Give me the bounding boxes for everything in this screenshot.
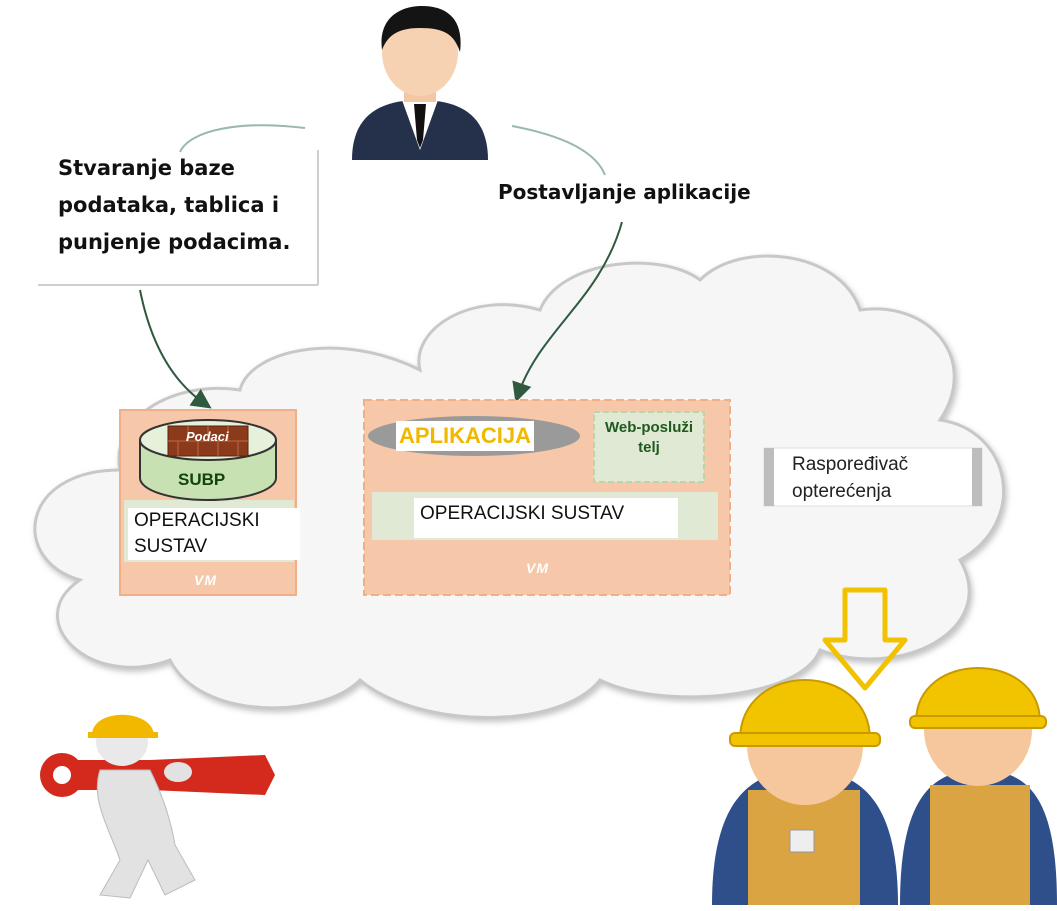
application-label: APLIKACIJA: [396, 421, 535, 451]
os-label-right: OPERACIJSKI SUSTAV: [414, 498, 678, 538]
connector-right-top: [511, 125, 606, 176]
arrow-to-app: [512, 221, 623, 403]
web-server-label: Web-posluži telj: [604, 419, 694, 456]
down-arrow-icon: [822, 587, 908, 691]
vm-label-right: VM: [526, 560, 549, 576]
dbms-label: SUBP: [178, 470, 226, 489]
caption-deploy-application: Postavljanje aplikacije: [498, 180, 751, 204]
vm-label-left: VM: [194, 572, 217, 588]
connector-left-top: [179, 124, 306, 153]
caption-create-database: Stvaranje baze podataka, tablica i punje…: [58, 156, 291, 254]
workers-icon: [712, 667, 1057, 905]
repairman-icon: [40, 714, 275, 899]
os-label-left: OPERACIJSKI SUSTAV: [128, 508, 300, 560]
load-balancer-label: Raspoređivač opterećenja: [792, 454, 909, 502]
arrow-to-dbms: [139, 289, 212, 409]
data-label: Podaci: [186, 429, 229, 444]
database-icon: [139, 419, 277, 501]
load-balancer-box: [763, 447, 983, 507]
businessman-icon: [352, 6, 488, 160]
